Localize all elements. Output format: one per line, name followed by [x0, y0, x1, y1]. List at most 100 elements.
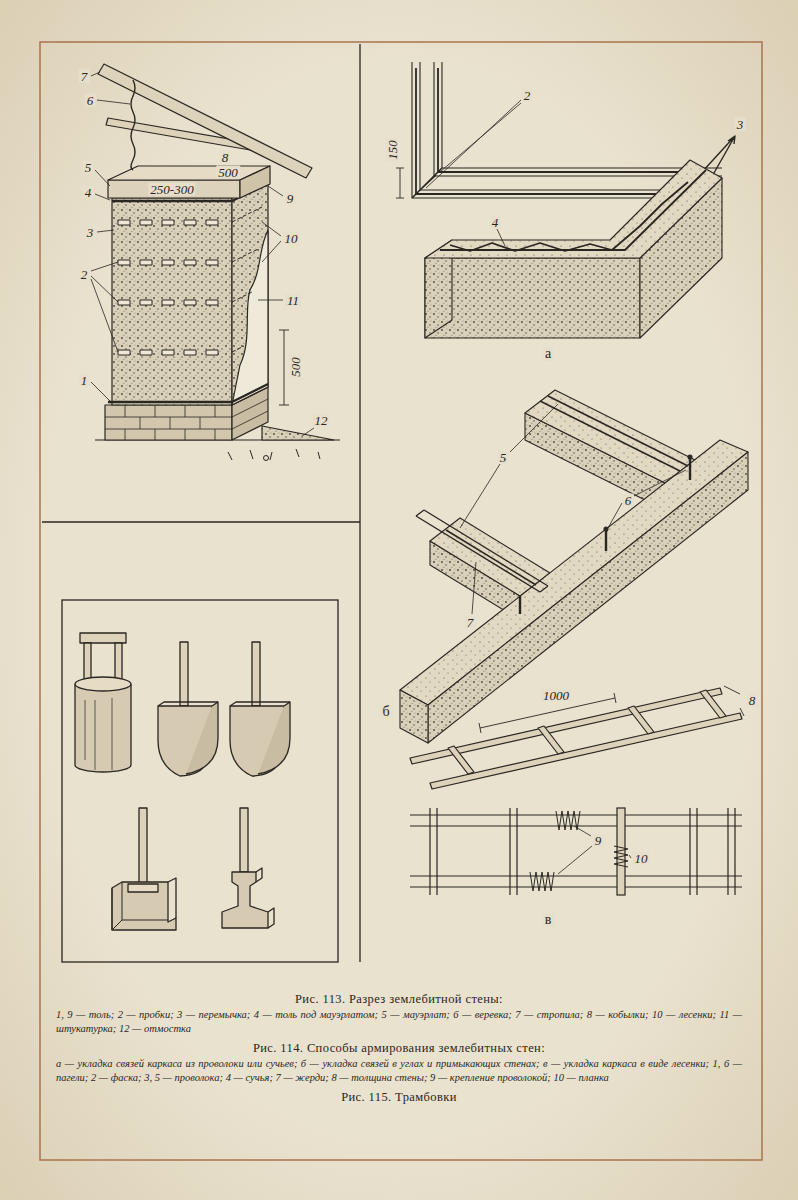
rammers [180, 642, 188, 706]
callout-number: 8 [220, 151, 231, 164]
callout-number: 1 [79, 374, 90, 387]
callout-number: 12 [313, 414, 330, 427]
wall-section [98, 64, 312, 178]
wall-section [264, 456, 269, 461]
callout-number: 10 [283, 232, 300, 245]
dimension-label: 250-300 [148, 183, 195, 196]
leader-line [91, 382, 110, 401]
leader-line [302, 428, 314, 436]
leader-line [95, 194, 110, 200]
leader-line [460, 404, 558, 528]
wall-section [118, 350, 130, 355]
leader-line [91, 72, 314, 436]
panel-letter: б [380, 705, 391, 719]
ladder-plan [530, 872, 554, 891]
ladder-frame [448, 746, 474, 774]
wall-section [118, 260, 130, 265]
rammers [240, 808, 248, 872]
leader-line [472, 562, 476, 614]
rammers [139, 808, 147, 888]
figure-frame [359, 44, 360, 962]
reinforcement-junction [525, 390, 695, 483]
wall-section [105, 405, 232, 440]
wall-section [206, 220, 218, 225]
callout-number: 6 [85, 94, 96, 107]
wall-section [162, 220, 174, 225]
reinforcement-corner [416, 68, 702, 194]
reinforcement-junction [688, 455, 692, 459]
rammers [168, 878, 176, 918]
dimension-label: 500 [216, 166, 240, 179]
wall-section [262, 426, 334, 440]
reinforcement-junction [430, 518, 550, 596]
leader-line [97, 100, 130, 104]
reinforcement-corner [440, 170, 706, 251]
dimension-label: 150 [386, 138, 399, 162]
caption-legend: 1, 9 — толь; 2 — пробки; 3 — перемычка; … [56, 1008, 742, 1035]
leader-line [608, 470, 686, 528]
rammers [115, 643, 122, 683]
wall-section [228, 449, 320, 460]
rammers [222, 872, 268, 928]
rammers [186, 702, 218, 774]
wall-section [184, 350, 196, 355]
figure-frame [62, 600, 338, 962]
reinforcement-corner [425, 160, 722, 258]
wall-section [162, 300, 174, 305]
reinforcement-junction [520, 458, 690, 614]
page-border [40, 42, 762, 1160]
callout-number: 7 [79, 70, 90, 83]
leader-line [426, 100, 521, 188]
wall-section [108, 384, 268, 402]
ladder-frame [628, 706, 654, 734]
ladder-frame [700, 690, 726, 718]
wall-section [162, 260, 174, 265]
callout-number: 2 [522, 89, 533, 102]
callout-number: 7 [465, 616, 476, 629]
figure-frame [42, 521, 360, 522]
rammers [85, 698, 112, 770]
rammers [230, 702, 290, 706]
callout-number: 2 [79, 268, 90, 281]
figure-caption: Рис. 113. Разрез землебитной стены: [56, 991, 742, 1007]
panel-letter: а [543, 347, 553, 361]
dimension-label: 8 [747, 694, 758, 707]
callout-number: 6 [623, 494, 634, 507]
wall-section [118, 220, 130, 225]
leader-line [97, 230, 114, 232]
wall-section [184, 260, 196, 265]
reinforcement-junction [540, 396, 688, 471]
wall-section [140, 300, 152, 305]
callout-number: 3 [85, 226, 96, 239]
reinforcement-junction [400, 390, 748, 743]
rammers [158, 702, 218, 706]
callout-number: 5 [83, 161, 94, 174]
wall-section [95, 64, 340, 461]
rammers [75, 677, 131, 691]
callout-number: 9 [285, 192, 296, 205]
rammers [75, 684, 131, 772]
figure-caption: Рис. 115. Трамбовки [56, 1089, 742, 1105]
wall-section [140, 260, 152, 265]
wall-section [206, 260, 218, 265]
ladder-frame [410, 686, 744, 789]
figure-frame [42, 44, 360, 962]
dimension-label: 1000 [541, 689, 571, 702]
leader-line [95, 170, 110, 186]
leader-line [268, 186, 283, 196]
rammers [75, 633, 290, 930]
rammers [80, 633, 126, 643]
ladder-frame [430, 713, 742, 789]
rammers [258, 702, 290, 774]
callout-number: 9 [593, 834, 604, 847]
reinforcement-junction [604, 527, 608, 531]
reinforcement-junction [416, 510, 548, 592]
ladder-plan [614, 846, 628, 867]
reinforcement-junction [400, 690, 428, 743]
leader-line [460, 404, 686, 614]
ladder-frame [538, 726, 564, 754]
wall-section [232, 180, 268, 405]
reinforcement-corner [425, 258, 640, 338]
wall-section [118, 300, 130, 305]
